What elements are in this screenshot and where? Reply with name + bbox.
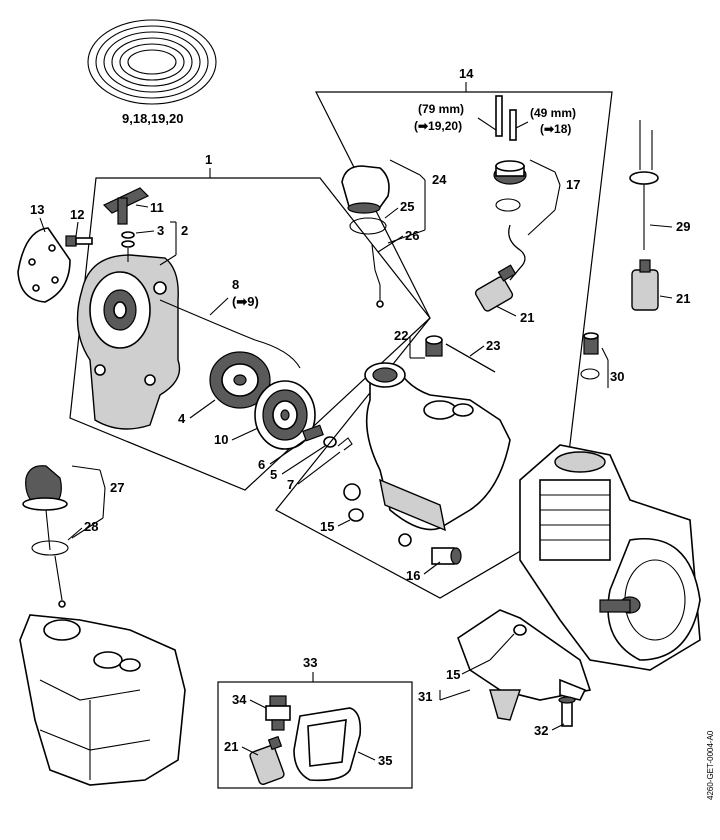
label-10[interactable]: 10 <box>214 432 228 447</box>
label-2[interactable]: 2 <box>181 223 188 238</box>
grommet-15 <box>348 508 364 522</box>
group-frame-1 <box>69 177 431 491</box>
connector-16 <box>431 547 462 565</box>
tank-cap <box>341 165 390 214</box>
label-1[interactable]: 1 <box>205 152 212 167</box>
label-14[interactable]: 14 <box>459 66 474 81</box>
rewind-spring <box>209 351 271 409</box>
label-27[interactable]: 27 <box>110 480 124 495</box>
label-8-ref[interactable]: (➡9) <box>232 294 259 309</box>
label-21a[interactable]: 21 <box>520 310 534 325</box>
label-5[interactable]: 5 <box>270 467 277 482</box>
label-35[interactable]: 35 <box>378 753 392 768</box>
label-49mm[interactable]: (49 mm) <box>530 106 576 120</box>
washer-3 <box>121 231 135 239</box>
label-21c[interactable]: 21 <box>224 739 238 754</box>
label-3[interactable]: 3 <box>157 223 164 238</box>
engine-assembly <box>519 444 701 671</box>
screw-32 <box>558 696 576 727</box>
cap-retainer <box>371 244 381 300</box>
label-24[interactable]: 24 <box>432 172 447 187</box>
label-30[interactable]: 30 <box>610 369 624 384</box>
bracket-31 <box>457 609 592 721</box>
label-32[interactable]: 32 <box>534 723 548 738</box>
label-29[interactable]: 29 <box>676 219 690 234</box>
label-49mm-ref[interactable]: (➡18) <box>540 122 571 136</box>
group-frame-14 <box>275 91 613 599</box>
label-8[interactable]: 8 <box>232 277 239 292</box>
label-21b[interactable]: 21 <box>676 291 690 306</box>
fuel-filter-b <box>631 259 659 311</box>
spring-clip <box>337 437 353 451</box>
label-31[interactable]: 31 <box>418 689 432 704</box>
fuel-line-coil <box>87 19 217 105</box>
part-34 <box>265 695 291 731</box>
label-15b[interactable]: 15 <box>446 667 460 682</box>
label-79mm[interactable]: (79 mm) <box>418 102 464 116</box>
label-12[interactable]: 12 <box>70 207 84 222</box>
grommet <box>493 160 527 185</box>
label-16[interactable]: 16 <box>406 568 420 583</box>
label-28[interactable]: 28 <box>84 519 98 534</box>
starter-grip <box>102 187 150 225</box>
air-filter-35 <box>293 707 362 782</box>
rope-rotor <box>254 380 316 450</box>
label-22[interactable]: 22 <box>394 328 408 343</box>
label-9-18-19-20[interactable]: 9,18,19,20 <box>122 111 183 126</box>
fuel-filter-a <box>474 264 517 312</box>
tank-cap-27 <box>22 465 68 551</box>
starter-housing <box>76 254 181 430</box>
label-79mm-ref[interactable]: (➡19,20) <box>414 119 462 133</box>
fuel-line-49mm <box>509 109 517 141</box>
tank-vent <box>425 335 443 357</box>
label-26[interactable]: 26 <box>405 228 419 243</box>
label-13[interactable]: 13 <box>30 202 44 217</box>
cap-seal <box>349 217 387 235</box>
label-23[interactable]: 23 <box>486 338 500 353</box>
tank-housing-outline <box>19 614 186 786</box>
label-17[interactable]: 17 <box>566 177 580 192</box>
label-11[interactable]: 11 <box>150 200 164 215</box>
vent-valve-30 <box>583 332 599 355</box>
pawl <box>302 424 324 442</box>
fuel-line-79mm <box>495 95 503 137</box>
fuel-filter-c <box>249 735 285 785</box>
label-6[interactable]: 6 <box>258 457 265 472</box>
group-frame-33 <box>217 681 413 789</box>
label-15a[interactable]: 15 <box>320 519 334 534</box>
screw-12 <box>65 235 93 247</box>
cover-plate <box>17 227 71 303</box>
pickup-body <box>629 120 659 250</box>
label-33[interactable]: 33 <box>303 655 317 670</box>
fuel-tank <box>343 362 511 547</box>
starter-rope <box>159 299 301 369</box>
diagram-code: 4260-GET-0004-A0 <box>706 730 715 800</box>
label-4[interactable]: 4 <box>178 411 186 426</box>
label-7[interactable]: 7 <box>287 477 294 492</box>
label-25[interactable]: 25 <box>400 199 414 214</box>
label-34[interactable]: 34 <box>232 692 247 707</box>
